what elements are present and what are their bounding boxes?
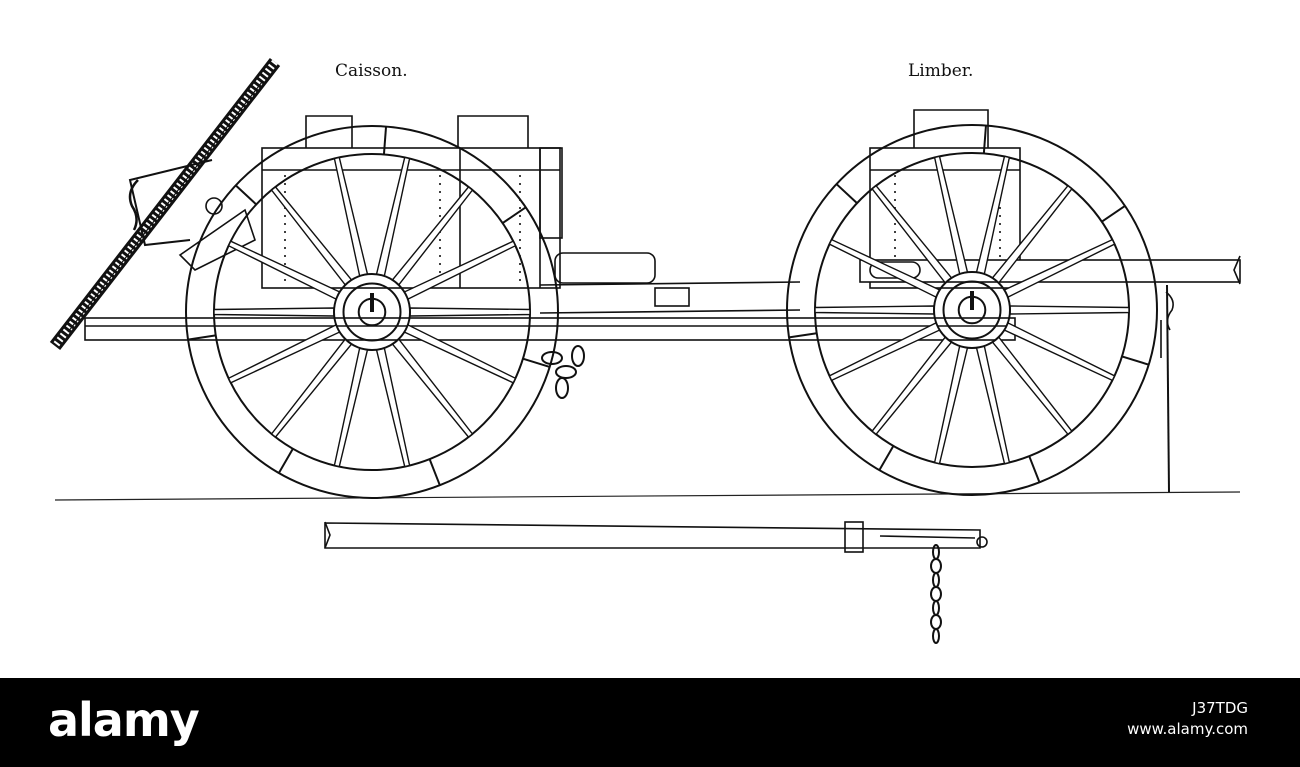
caisson-limber-drawing: Caisson. Limber. [49, 58, 1241, 644]
caisson-wheel [185, 125, 559, 499]
caisson-chain [541, 345, 585, 399]
detached-pole [324, 521, 988, 553]
limber-body [859, 109, 1241, 493]
limber-label: Limber. [908, 61, 973, 81]
spare-wheel [49, 58, 281, 350]
limber-wheel [786, 124, 1158, 496]
pole-chain [930, 544, 942, 644]
watermark-footer: alamy J37TDG www.alamy.com [0, 678, 1300, 767]
image-credit: J37TDG www.alamy.com [1127, 698, 1248, 740]
ground-line [54, 491, 1241, 501]
caisson-label: Caisson. [335, 61, 408, 81]
image-id: J37TDG [1192, 699, 1248, 717]
alamy-logo: alamy [48, 693, 200, 747]
site-url: www.alamy.com [1127, 720, 1248, 738]
